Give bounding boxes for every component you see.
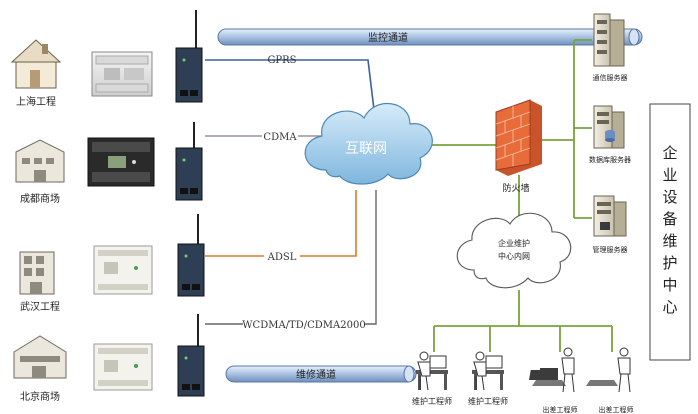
firewall-icon [495,99,542,176]
plc-unit-icon [93,245,153,295]
maintenance-engineer-icon-1 [416,351,448,391]
center-char-2: 设 [662,188,677,206]
adsl-label: ADSL [267,252,297,263]
plc-controller-icon [87,137,155,187]
gprs-line [205,59,376,119]
internet-label: 互联网 [345,141,387,157]
house-icon [10,39,62,89]
staff-label-3: 出差工程师 [543,405,578,414]
router-icon [175,122,203,201]
staff-label-2: 维护工程师 [468,396,508,406]
center-char-6: 中 [662,276,677,294]
center-char-3: 备 [662,210,677,228]
monitor-channel-label: 监控通道 [368,31,408,44]
management-server-icon [593,195,627,237]
cdma-label: CDMA [263,132,297,143]
office-building-icon [19,251,55,295]
center-char-1: 业 [662,166,677,184]
maintenance-center-box: 企 业 设 备 维 护 中 心 [649,103,691,361]
maintenance-engineer-icon-2 [472,351,504,391]
intranet-label-line2: 中心内网 [498,251,530,261]
management-server-label: 管理服务器 [593,245,628,254]
firewall-label: 防火墙 [502,182,529,194]
center-char-7: 心 [662,298,677,316]
wcdma-label: WCDMA/TD/CDMA2000 [242,320,365,331]
intranet-label-line1: 企业维护 [498,238,530,248]
comm-server-label: 通信服务器 [593,73,628,82]
intranet-cloud: 企业维护 中心内网 [456,212,572,289]
plc-module-icon [91,51,153,97]
center-char-5: 护 [662,254,677,272]
maintenance-channel-label: 维修通道 [296,368,336,381]
mall-icon [13,335,67,379]
router-icon [177,314,205,397]
comm-server-icon [593,13,625,67]
internet-cloud: 互联网 [304,103,433,185]
site-label-chengdu: 成都商场 [20,192,60,205]
staff-label-4: 出差工程师 [599,405,634,414]
database-server-label: 数据库服务器 [589,155,631,164]
monitor-channel: 监控通道 [217,28,643,46]
center-char-0: 企 [662,144,677,162]
site-label-shanghai: 上海工程 [16,95,56,108]
connection-lines [205,39,613,352]
building-icon [15,139,65,183]
adsl-line [205,190,357,257]
site-label-wuhan: 武汉工程 [20,300,60,313]
staff-label-1: 维护工程师 [412,396,452,406]
maintenance-channel: 维修通道 [225,365,417,383]
gprs-label: GPRS [267,55,296,66]
center-char-4: 维 [662,232,677,250]
travel-engineer-icon-2 [528,347,631,393]
site-label-beijing: 北京商场 [20,390,60,403]
database-server-icon [593,105,625,149]
router-icon [177,214,205,297]
router-icon [175,10,203,103]
plc-unit-icon [93,343,153,391]
